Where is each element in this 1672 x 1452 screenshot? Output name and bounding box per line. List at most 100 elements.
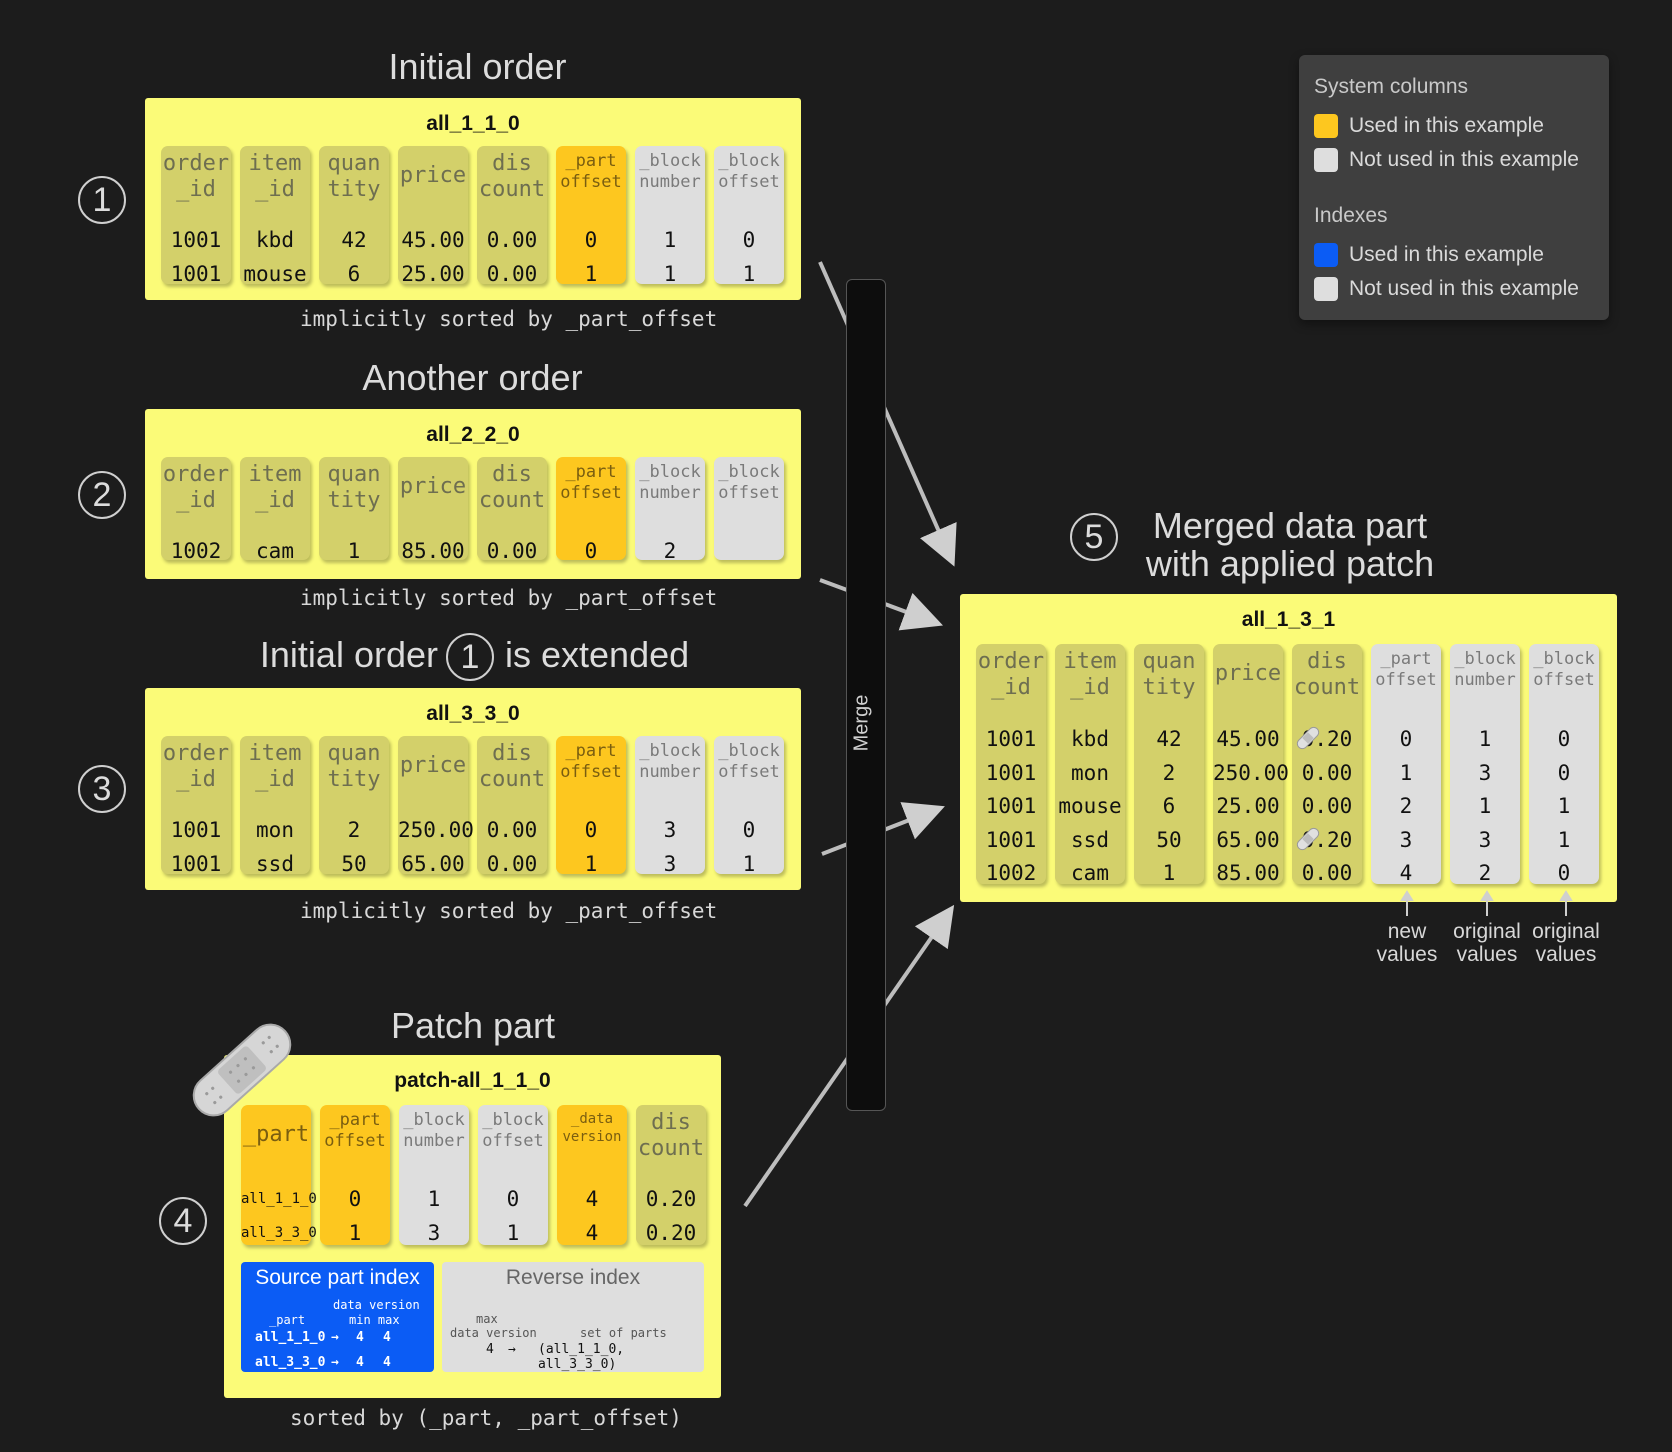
- legend: System columns Used in this example Not …: [1299, 55, 1609, 320]
- column-header: _data: [570, 1111, 614, 1127]
- source-index-cell: 4: [383, 1330, 391, 1345]
- column-header: price: [1214, 661, 1282, 686]
- source-part-index: Source part index data version _part min…: [241, 1262, 434, 1372]
- cell-price: 65.00: [1216, 827, 1280, 852]
- cell-discount: 0.00: [486, 262, 538, 286]
- column-header: dis: [492, 741, 532, 766]
- column-header: _block: [639, 151, 701, 171]
- cell-order-id: 1001: [985, 794, 1037, 818]
- cell-price: 85.00: [1216, 861, 1280, 885]
- column-header: _part: [565, 741, 617, 761]
- column-header: version: [562, 1129, 622, 1145]
- legend-index-used: Used in this example: [1349, 243, 1544, 266]
- reverse-index-set: (all_1_1_0, all_3_3_0): [538, 1342, 625, 1372]
- column-header: tity: [1142, 675, 1196, 700]
- column-header: number: [1454, 670, 1516, 690]
- column-header: order: [162, 741, 230, 766]
- cell-block-number: 1: [1478, 794, 1492, 818]
- cell-part-offset: 0: [1399, 727, 1413, 751]
- legend-swatch-system-not-used: [1314, 148, 1338, 172]
- bandage-icon: [192, 1023, 292, 1117]
- legend-system-not-used: Not used in this example: [1349, 148, 1579, 171]
- note-line: new: [1387, 920, 1427, 943]
- cell-block-number: 2: [1478, 861, 1492, 885]
- caption-part1: implicitly sorted by _part_offset: [300, 307, 718, 331]
- column-header: order: [162, 151, 230, 176]
- cell-order-id: 1001: [985, 760, 1037, 785]
- column-header: dis: [492, 462, 532, 487]
- column-header: _part: [1380, 649, 1432, 669]
- step-3: 3: [78, 765, 126, 813]
- cell-discount: 0.00: [486, 852, 538, 876]
- column-header: _part: [565, 462, 617, 482]
- cell-discount: 0.00: [1301, 794, 1353, 818]
- cell-block-offset: 0: [742, 228, 756, 252]
- column-header: item: [248, 151, 302, 176]
- cell-item-id: mon: [256, 818, 294, 842]
- column-header: count: [1293, 675, 1361, 700]
- title-initial-order: Initial order: [388, 46, 567, 87]
- column-header: quan: [1142, 649, 1196, 674]
- cell-discount: 0.00: [486, 539, 538, 563]
- legend-system-used: Used in this example: [1349, 114, 1544, 137]
- cell-order-id: 1001: [170, 852, 222, 876]
- cell-block-offset: 0: [742, 818, 756, 842]
- column-header: _block: [1454, 649, 1516, 669]
- column-header: count: [478, 488, 546, 513]
- cell-block-offset: 1: [506, 1221, 520, 1245]
- cell-block-number: 2: [663, 539, 677, 563]
- cell-item-id: kbd: [256, 228, 294, 252]
- cell-block-number: 1: [663, 262, 677, 286]
- column-header: _block: [718, 741, 780, 761]
- cell-block-number: 1: [1478, 727, 1492, 751]
- column-header: count: [637, 1136, 705, 1161]
- cell-quantity: 2: [1162, 760, 1176, 785]
- part-name: all_2_2_0: [426, 423, 520, 446]
- cell-part-offset: 0: [584, 228, 598, 252]
- arrow-patch: [743, 904, 955, 1208]
- title-another-order: Another order: [362, 357, 583, 398]
- part-name: all_1_3_1: [1241, 608, 1336, 631]
- cell-price: 250.00: [398, 818, 474, 842]
- cell-order-id: 1001: [985, 827, 1037, 852]
- source-index-cell: 4: [383, 1355, 391, 1370]
- source-index-cell: →: [331, 1355, 339, 1370]
- column-header: price: [399, 753, 467, 778]
- cell-quantity: 6: [347, 262, 361, 286]
- column-header: offset: [560, 762, 622, 782]
- source-index-cell: 4: [356, 1330, 364, 1345]
- legend-swatch-index-used: [1314, 243, 1338, 267]
- cell-block-offset: 1: [1557, 794, 1571, 818]
- cell-order-id: 1002: [170, 539, 222, 563]
- note-new-values: new values: [1367, 920, 1447, 966]
- cell-part-offset: 1: [584, 852, 598, 876]
- column-header: offset: [718, 172, 780, 192]
- patch-bandage-icon: [1296, 827, 1320, 850]
- title-extended-b: is extended: [505, 634, 690, 675]
- cell-quantity: 2: [347, 818, 361, 842]
- cell-part-offset: 0: [348, 1187, 362, 1211]
- reverse-index-h-max: max: [476, 1312, 498, 1326]
- cell-item-id: cam: [1071, 861, 1109, 885]
- column-header: _id: [255, 177, 295, 202]
- title-merged-2: with applied patch: [1145, 543, 1435, 584]
- cell-quantity: 50: [1156, 827, 1182, 852]
- cell-block-offset: 0: [1557, 760, 1571, 785]
